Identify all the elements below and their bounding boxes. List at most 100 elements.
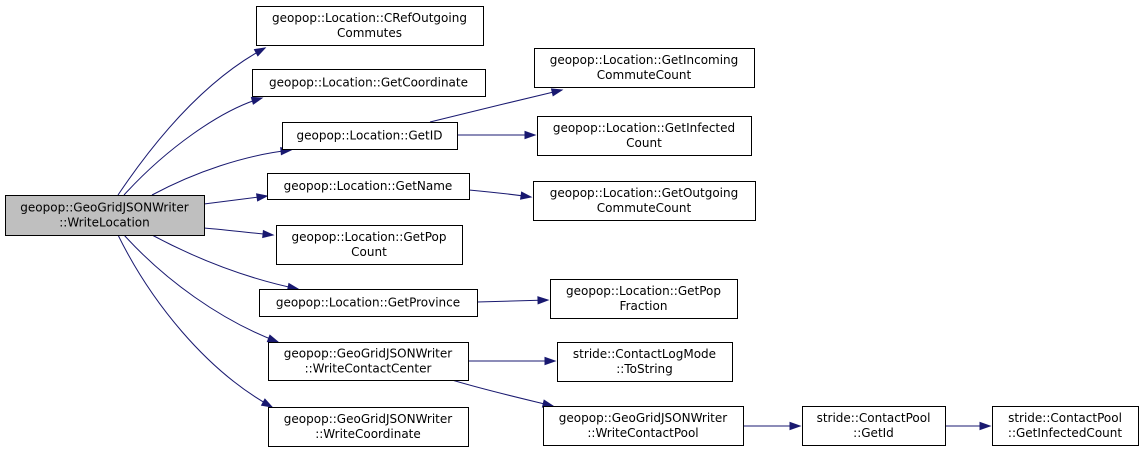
edge-root-to-getprov [151,234,300,291]
arrowhead-icon [253,47,267,57]
node-root[interactable]: geopop::GeoGridJSONWriter::WriteLocation [5,195,205,236]
edge-line [117,47,266,196]
node-getname[interactable]: geopop::Location::GetName [267,173,470,200]
arrowhead-icon [537,296,550,305]
node-label: geopop::Location::GetPop [292,230,447,244]
node-label: geopop::GeoGridJSONWriter [284,412,452,426]
node-box[interactable] [268,342,469,381]
arrowhead-icon [260,398,274,408]
node-label: stride::ContactLogMode [573,347,716,361]
node-label: geopop::GeoGridJSONWriter [559,411,727,425]
node-box[interactable] [267,173,470,200]
edge-root-to-getcoord [123,96,264,196]
node-label: Count [351,245,387,259]
arrowhead-icon [256,193,269,202]
arrowhead-icon [266,334,280,343]
arrowhead-icon [979,421,992,431]
node-box[interactable] [533,181,756,221]
edge-cpgetid-to-cpinfected [945,421,992,431]
edge-line [476,299,549,303]
edge-root-to-getpop [203,227,275,239]
node-box[interactable] [252,69,486,97]
node-label: geopop::Location::GetIncoming [550,53,739,67]
edge-line [151,234,299,290]
node-cpgetid[interactable]: stride::ContactPool::GetId [802,406,946,446]
arrowhead-icon [544,356,557,366]
edge-root-to-wcc [123,234,280,343]
node-box[interactable] [5,195,205,236]
edge-wcc-to-wcp [451,379,555,408]
edge-root-to-cref [117,47,267,196]
edge-getid-to-infected [457,130,537,140]
node-label: geopop::Location::GetProvince [276,296,460,310]
node-box[interactable] [534,48,755,88]
node-wcp[interactable]: geopop::GeoGridJSONWriter::WriteContactP… [543,406,744,446]
node-infected[interactable]: geopop::Location::GetInfectedCount [537,116,752,156]
node-box[interactable] [550,279,738,319]
node-label: geopop::Location::GetName [284,179,453,193]
edge-getid-to-incoming [429,88,564,123]
arrowhead-icon [550,88,564,97]
node-wcc[interactable]: geopop::GeoGridJSONWriter::WriteContactC… [268,342,469,381]
edge-line [151,149,292,196]
node-cpinfected[interactable]: stride::ContactPool::GetInfectedCount [992,406,1139,446]
node-outgoing[interactable]: geopop::Location::GetOutgoingCommuteCoun… [533,181,756,221]
arrowhead-icon [524,130,537,140]
node-getprov[interactable]: geopop::Location::GetProvince [259,289,478,317]
node-label: ::WriteContactCenter [305,362,432,376]
node-label: geopop::Location::GetOutgoing [550,186,739,200]
node-label: stride::ContactPool [1008,411,1122,425]
node-label: ::WriteCoordinate [315,427,421,441]
node-incoming[interactable]: geopop::Location::GetIncomingCommuteCoun… [534,48,755,88]
node-box[interactable] [282,122,458,150]
node-label: Fraction [620,299,668,313]
node-label: geopop::Location::GetID [296,129,442,143]
edges-layer [117,47,992,431]
node-getid[interactable]: geopop::Location::GetID [282,122,458,150]
node-label: geopop::Location::GetPop [566,284,721,298]
node-label: CommuteCount [597,201,692,215]
edge-line [451,379,554,407]
node-box[interactable] [256,6,484,46]
arrowhead-icon [262,229,275,239]
edge-root-to-wcoord [117,234,274,408]
edge-wcp-to-cpgetid [743,421,802,431]
node-getcoord[interactable]: geopop::Location::GetCoordinate [252,69,486,97]
node-label: geopop::Location::GetInfected [553,121,735,135]
node-box[interactable] [268,407,469,447]
nodes-layer: geopop::GeoGridJSONWriter::WriteLocation… [5,6,1139,447]
node-label: stride::ContactPool [817,411,931,425]
edge-getname-to-outgoing [468,189,533,200]
node-label: CommuteCount [597,68,692,82]
node-box[interactable] [543,406,744,446]
arrowhead-icon [541,399,555,408]
node-label: ::GetInfectedCount [1008,426,1122,440]
node-box[interactable] [276,225,463,265]
node-box[interactable] [992,406,1139,446]
node-label: ::WriteContactPool [587,426,698,440]
edge-line [123,234,279,343]
edge-getprov-to-popfrac [476,296,550,305]
node-box[interactable] [557,342,733,382]
node-wcoord[interactable]: geopop::GeoGridJSONWriter::WriteCoordina… [268,407,469,447]
edge-line [123,97,263,196]
node-box[interactable] [537,116,752,156]
arrowhead-icon [250,96,264,105]
node-label: geopop::Location::GetCoordinate [269,76,468,90]
node-box[interactable] [259,289,478,317]
arrowhead-icon [789,421,802,431]
node-label: ::GetId [853,426,894,440]
edge-wcc-to-tostring [468,356,557,366]
edge-line [429,89,563,123]
node-box[interactable] [802,406,946,446]
node-label: geopop::GeoGridJSONWriter [284,347,452,361]
node-label: Count [626,136,662,150]
edge-line [117,234,273,408]
node-tostring[interactable]: stride::ContactLogMode::ToString [557,342,733,382]
node-label: geopop::Location::CRefOutgoing [272,11,467,25]
arrowhead-icon [520,191,533,200]
